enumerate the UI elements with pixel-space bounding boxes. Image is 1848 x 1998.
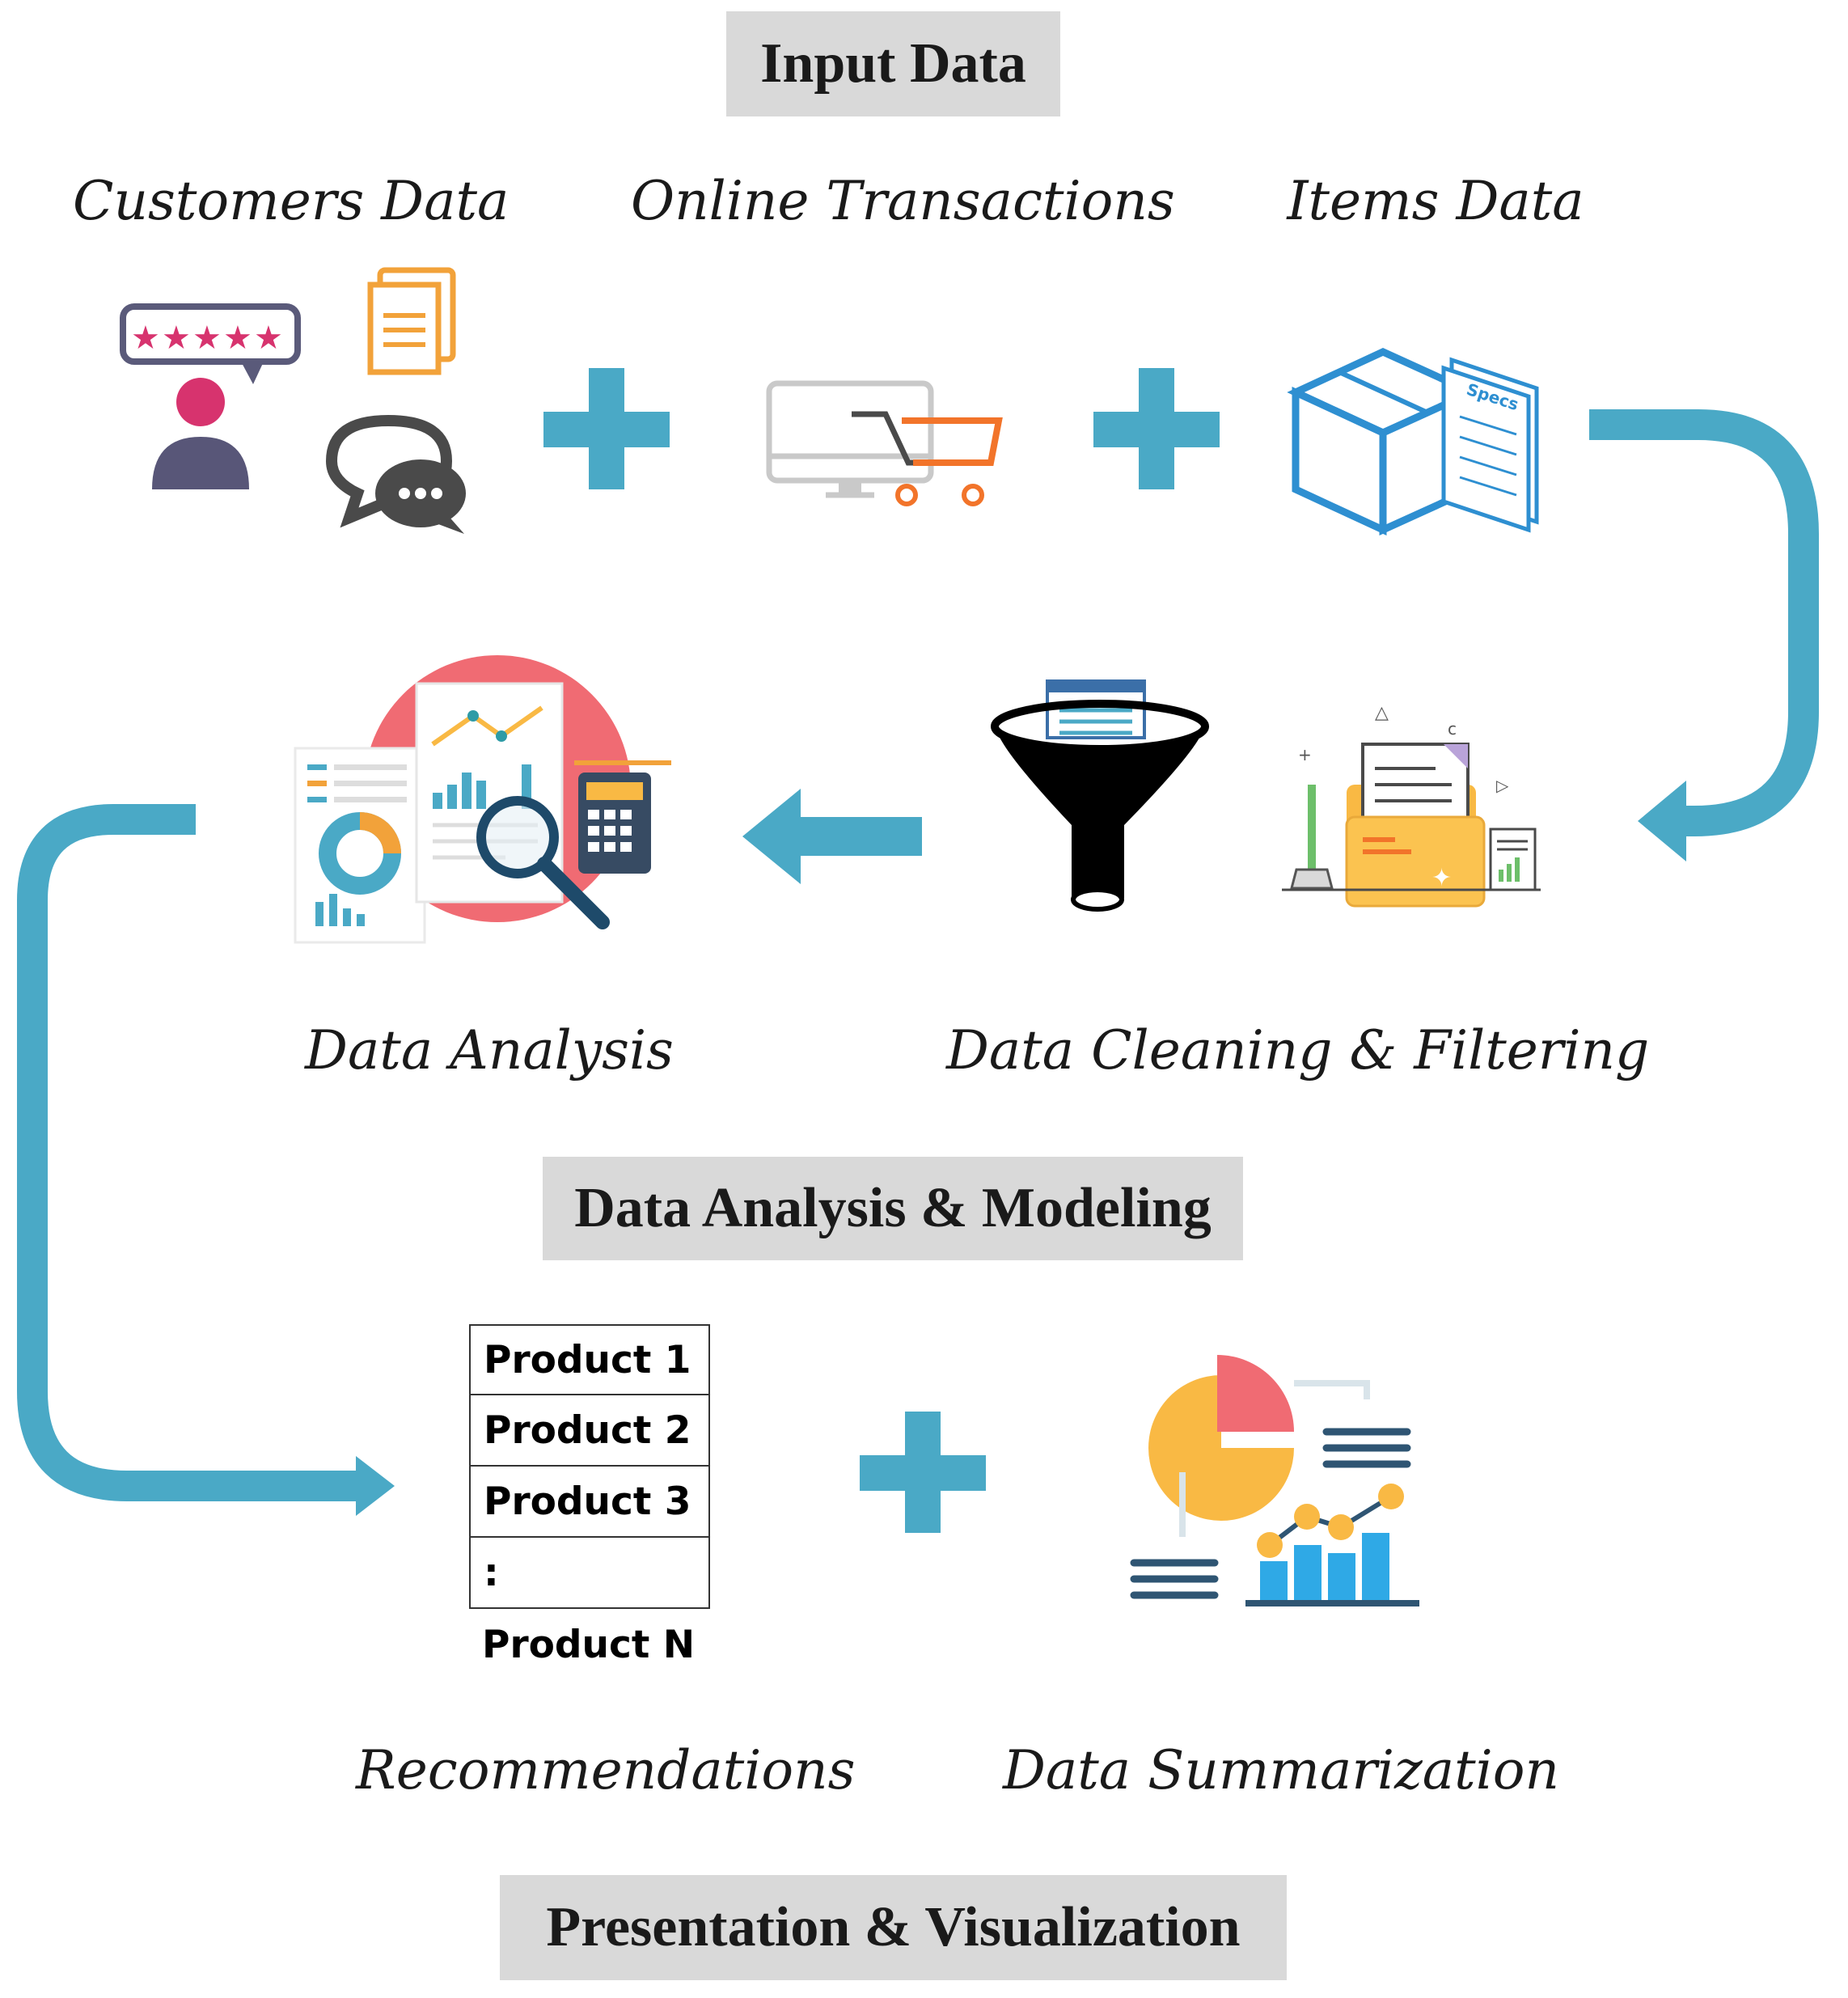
plus-icon: [1093, 368, 1220, 489]
header-presentation-visualization: Presentation & Visualization: [500, 1875, 1287, 1980]
svg-text:▷: ▷: [1496, 776, 1509, 795]
svg-text:★: ★: [131, 320, 160, 357]
list-item: Product N: [482, 1622, 696, 1667]
list-item: :: [469, 1538, 710, 1609]
svg-text:+: +: [1298, 745, 1312, 764]
document-icon: [367, 267, 456, 375]
customer-rating-icon: ★★★ ★★: [120, 303, 301, 489]
svg-text:c: c: [1448, 719, 1457, 739]
arrow-cleaning-to-analysis-body: [797, 817, 922, 856]
list-item: Product 2: [469, 1395, 710, 1467]
data-summarization-icon: [1130, 1355, 1419, 1606]
recommendations-product-list: Product 1 Product 2 Product 3 : Product …: [469, 1324, 710, 1680]
arrow-items-to-cleaning: [1589, 409, 1819, 836]
svg-text:★: ★: [254, 320, 283, 357]
list-item: Product 3: [469, 1467, 710, 1538]
arrow-analysis-to-recommendations: [17, 804, 364, 1501]
svg-text:★: ★: [192, 320, 222, 357]
arrow-analysis-to-recommendations-head: [356, 1456, 395, 1516]
label-online-transactions: Online Transactions: [631, 170, 1175, 232]
data-cleaning-folder-icon: △ c + ▷ ✦: [1282, 703, 1541, 908]
svg-text:★: ★: [162, 320, 191, 357]
label-data-analysis: Data Analysis: [305, 1019, 674, 1082]
label-recommendations: Recommendations: [356, 1739, 856, 1801]
header-input-data: Input Data: [726, 11, 1060, 116]
label-customers-data: Customers Data: [73, 170, 510, 232]
items-box-specs-icon: Specs: [1287, 348, 1539, 536]
arrow-cleaning-to-analysis-head: [742, 789, 801, 884]
svg-text:✦: ✦: [1431, 864, 1452, 892]
label-data-summarization: Data Summarization: [1003, 1739, 1560, 1801]
chat-bubbles-icon: [325, 414, 466, 534]
label-items-data: Items Data: [1287, 170, 1584, 232]
plus-icon: [543, 368, 670, 489]
label-data-cleaning-filtering: Data Cleaning & Filtering: [946, 1019, 1650, 1082]
svg-text:★: ★: [223, 320, 252, 357]
list-item: Product 1: [469, 1324, 710, 1395]
filter-funnel-icon: [991, 679, 1209, 912]
arrow-items-to-cleaning-head: [1638, 781, 1686, 861]
data-analysis-icon: [294, 655, 671, 944]
online-shopping-icon: [766, 380, 1003, 506]
header-data-analysis-modeling: Data Analysis & Modeling: [543, 1157, 1243, 1260]
plus-icon: [860, 1412, 986, 1533]
svg-text:△: △: [1375, 703, 1389, 723]
